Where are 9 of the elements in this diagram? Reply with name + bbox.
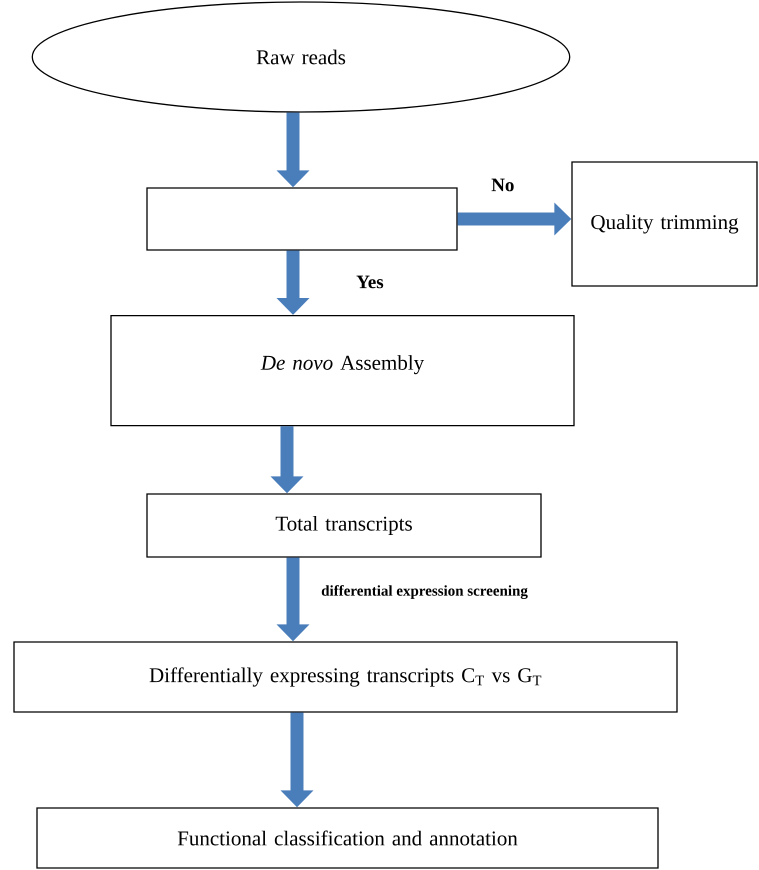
process-box: Total transcripts bbox=[146, 493, 542, 558]
edge-label: differential expression screening bbox=[322, 585, 528, 599]
edge-label: Yes bbox=[356, 276, 384, 288]
process-box: Quality trimming bbox=[571, 161, 758, 287]
empty-box bbox=[146, 187, 458, 251]
process-box: Differentially expressing transcripts C$_{T}$ vs G$_{T}$ bbox=[13, 641, 678, 713]
process-box: Functional classification and annotation bbox=[36, 807, 659, 869]
process-box: De novo Assembly bbox=[110, 315, 575, 426]
edge-label: No bbox=[492, 178, 514, 192]
